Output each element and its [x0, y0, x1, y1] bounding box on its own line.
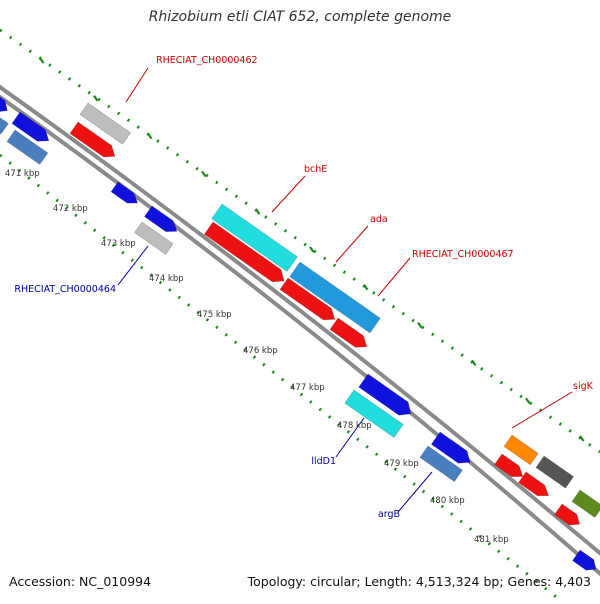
tick-mark — [93, 95, 99, 102]
label-callouts — [117, 67, 573, 513]
tick-mark — [363, 284, 369, 291]
tick-mark — [417, 321, 423, 329]
map-title: Rhizobium etli CIAT 652, complete genome — [148, 9, 452, 25]
backbone-inner — [0, 94, 600, 577]
backbone-outer — [0, 84, 600, 556]
kbp-label: 475 kbp — [197, 310, 232, 320]
gene-arrow[interactable] — [494, 453, 524, 478]
gene-arrow[interactable] — [279, 277, 336, 321]
gene-arrow[interactable] — [0, 90, 8, 112]
kbp-label: 479 kbp — [384, 459, 419, 469]
callout-line — [117, 245, 149, 286]
accession-label: Accession: NC_010994 — [9, 574, 152, 589]
callout-line — [271, 175, 306, 213]
gene-arrow[interactable] — [572, 549, 597, 571]
gene-arrow[interactable] — [289, 261, 381, 334]
gene-label-plus: ada — [370, 214, 388, 225]
tick-mark — [579, 435, 585, 442]
gene-arrow[interactable] — [110, 181, 138, 204]
topology-label: Topology: circular; Length: 4,513,324 bp… — [247, 574, 591, 589]
callout-line — [335, 225, 369, 263]
gene-arrow[interactable] — [329, 317, 368, 348]
gene-arrow[interactable] — [69, 121, 116, 158]
gene-arrow[interactable] — [554, 503, 580, 526]
gene-arrow[interactable] — [144, 205, 178, 232]
gene-arrow[interactable] — [11, 111, 50, 142]
gene-arrow[interactable] — [0, 112, 9, 135]
callout-line — [377, 257, 411, 297]
tick-marks — [0, 28, 600, 602]
gene-label-plus: bchE — [304, 164, 327, 175]
kbp-label: 473 kbp — [101, 239, 136, 249]
gene-arrow[interactable] — [211, 203, 298, 272]
gene-label-minus: lldD1 — [311, 456, 336, 467]
gene-arrow[interactable] — [535, 455, 574, 489]
gene-arrow[interactable] — [571, 489, 600, 518]
kbp-label: 481 kbp — [474, 535, 509, 545]
kbp-label: 472 kbp — [53, 204, 88, 214]
gene-label-plus: sigK — [573, 381, 594, 392]
gene-arrow[interactable] — [344, 389, 404, 438]
backbone-arcs — [0, 84, 600, 577]
callout-line — [397, 471, 433, 513]
gene-label-plus: RHECIAT_CH0000462 — [156, 55, 258, 66]
gene-arrow[interactable] — [79, 102, 132, 145]
map-labels: 471 kbp 472 kbp 473 kbp 474 kbp 475 kbp … — [5, 55, 594, 545]
tick-mark — [201, 170, 207, 178]
kbp-label: 478 kbp — [337, 421, 372, 431]
gene-arrow[interactable] — [6, 129, 49, 165]
tick-mark — [471, 359, 477, 367]
tick-mark — [525, 397, 531, 404]
kbp-label: 476 kbp — [243, 346, 278, 356]
gene-arrow[interactable] — [503, 434, 539, 466]
callout-line — [511, 391, 573, 429]
gene-features — [0, 90, 600, 571]
gene-arrow[interactable] — [419, 445, 463, 483]
tick-arc — [0, 153, 561, 602]
gene-label-minus: RHECIAT_CH0000464 — [14, 284, 116, 295]
kbp-label: 471 kbp — [5, 169, 40, 179]
kbp-label: 477 kbp — [290, 383, 325, 393]
gene-arrow[interactable] — [518, 471, 549, 497]
callout-line — [125, 67, 149, 103]
kbp-label: 480 kbp — [430, 496, 465, 506]
kbp-label: 474 kbp — [149, 274, 184, 284]
tick-mark — [39, 57, 45, 64]
gene-arrow[interactable] — [134, 221, 174, 255]
gene-label-minus: argB — [378, 509, 400, 520]
gene-arrow[interactable] — [430, 431, 471, 464]
tick-mark — [147, 132, 153, 140]
gene-arrow[interactable] — [358, 373, 412, 416]
callout-line — [335, 417, 365, 458]
gene-label-plus: RHECIAT_CH0000467 — [412, 249, 514, 260]
tick-mark — [255, 208, 261, 215]
tick-mark — [309, 246, 315, 253]
gene-arrow[interactable] — [203, 221, 285, 283]
